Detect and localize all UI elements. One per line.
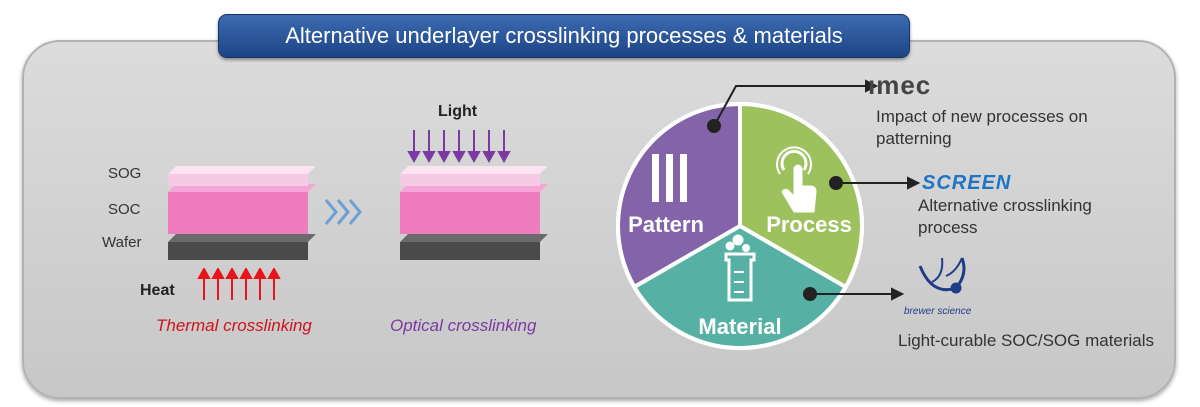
brewer-science-bird-icon [918, 257, 966, 294]
layer-label-wafer: Wafer [102, 234, 142, 251]
optical-stack-graphic [400, 166, 548, 260]
light-label: Light [438, 103, 478, 120]
beaker-icon [724, 234, 756, 302]
sog-layer [400, 174, 540, 186]
brewer-text: Light-curable SOC/SOG materials [898, 331, 1155, 350]
pattern-lines-icon [652, 154, 687, 202]
light-arrows-icon [407, 130, 511, 164]
screen-text-line2: process [918, 218, 978, 237]
segment-label-material: Material [698, 314, 781, 339]
imec-text-line2: patterning [876, 129, 952, 148]
heat-label: Heat [140, 282, 175, 299]
heat-arrows-icon [197, 268, 281, 300]
process-wheel: Pattern Process Material [615, 101, 865, 351]
connector-lines [707, 79, 921, 301]
segment-label-process: Process [766, 212, 852, 237]
layer-label-soc: SOC [108, 201, 141, 218]
wafer-layer [168, 242, 308, 260]
imec-logo: ımec [868, 70, 932, 100]
soc-layer [168, 192, 308, 234]
thermal-stack-graphic [168, 166, 362, 260]
imec-text-line1: Impact of new processes on [876, 107, 1088, 126]
layer-label-sog: SOG [108, 165, 142, 182]
optical-caption: Optical crosslinking [390, 316, 537, 335]
soc-layer [400, 192, 540, 234]
touch-finger-icon [776, 146, 817, 213]
chevron-arrows-icon [324, 199, 362, 225]
brewer-science-logo: brewer science [904, 306, 972, 317]
thermal-caption: Thermal crosslinking [156, 316, 312, 335]
screen-text-line1: Alternative crosslinking [918, 196, 1092, 215]
page-title: Alternative underlayer crosslinking proc… [218, 14, 910, 58]
sog-layer [168, 174, 308, 186]
wafer-layer [400, 242, 540, 260]
segment-label-pattern: Pattern [628, 212, 704, 237]
screen-logo: SCREEN [922, 172, 1012, 194]
